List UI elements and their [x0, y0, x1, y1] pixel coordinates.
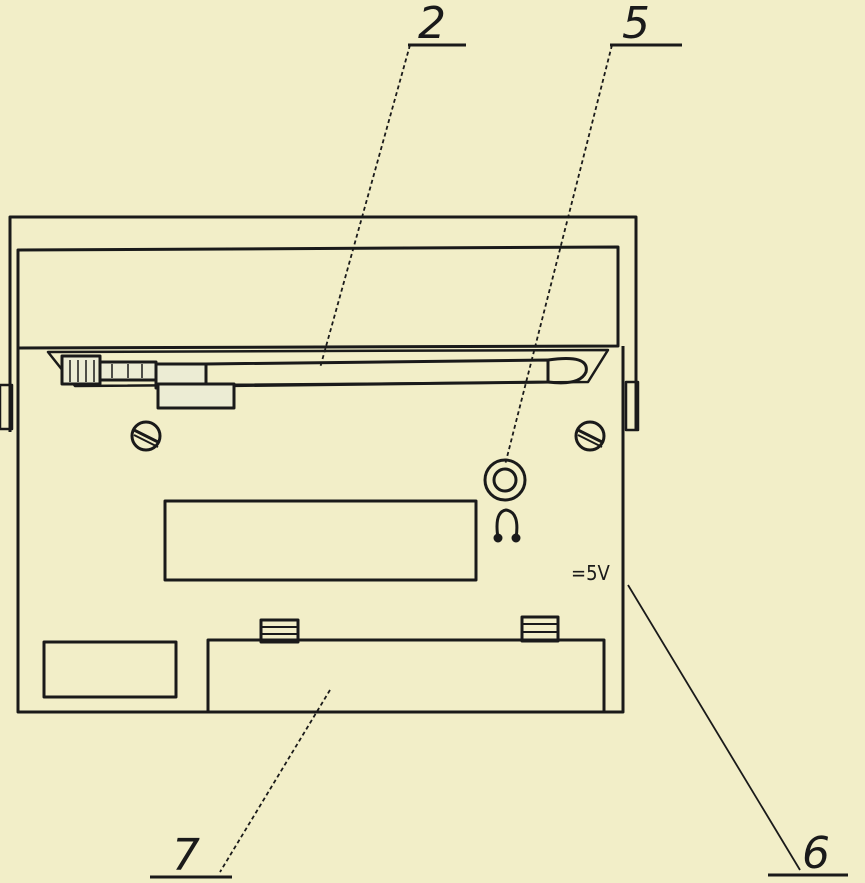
screw-icon [574, 420, 606, 452]
callout-number-power: 6 [802, 828, 830, 879]
callout-number-jack: 5 [622, 0, 650, 49]
leader-lines [219, 44, 801, 873]
leader-line-jack [504, 44, 613, 466]
callout-number-battery: 7 [172, 830, 200, 881]
telescopic-antenna [46, 348, 610, 410]
battery-compartment [206, 615, 606, 714]
callout-number-antenna: 2 [418, 0, 446, 49]
callout-underlines [150, 43, 848, 879]
dc-voltage-label: =5V [571, 561, 611, 585]
leader-line-power [627, 584, 801, 871]
back-panel [16, 346, 625, 714]
screw-icon [130, 420, 162, 452]
leader-line-antenna [319, 44, 411, 369]
label-plate [163, 499, 478, 582]
housing-frame [0, 215, 640, 432]
headphone-icon [493, 508, 521, 543]
small-cover [42, 640, 178, 699]
leader-line-battery [219, 689, 331, 873]
headphone-jack [483, 458, 527, 502]
top-flap [16, 245, 620, 350]
